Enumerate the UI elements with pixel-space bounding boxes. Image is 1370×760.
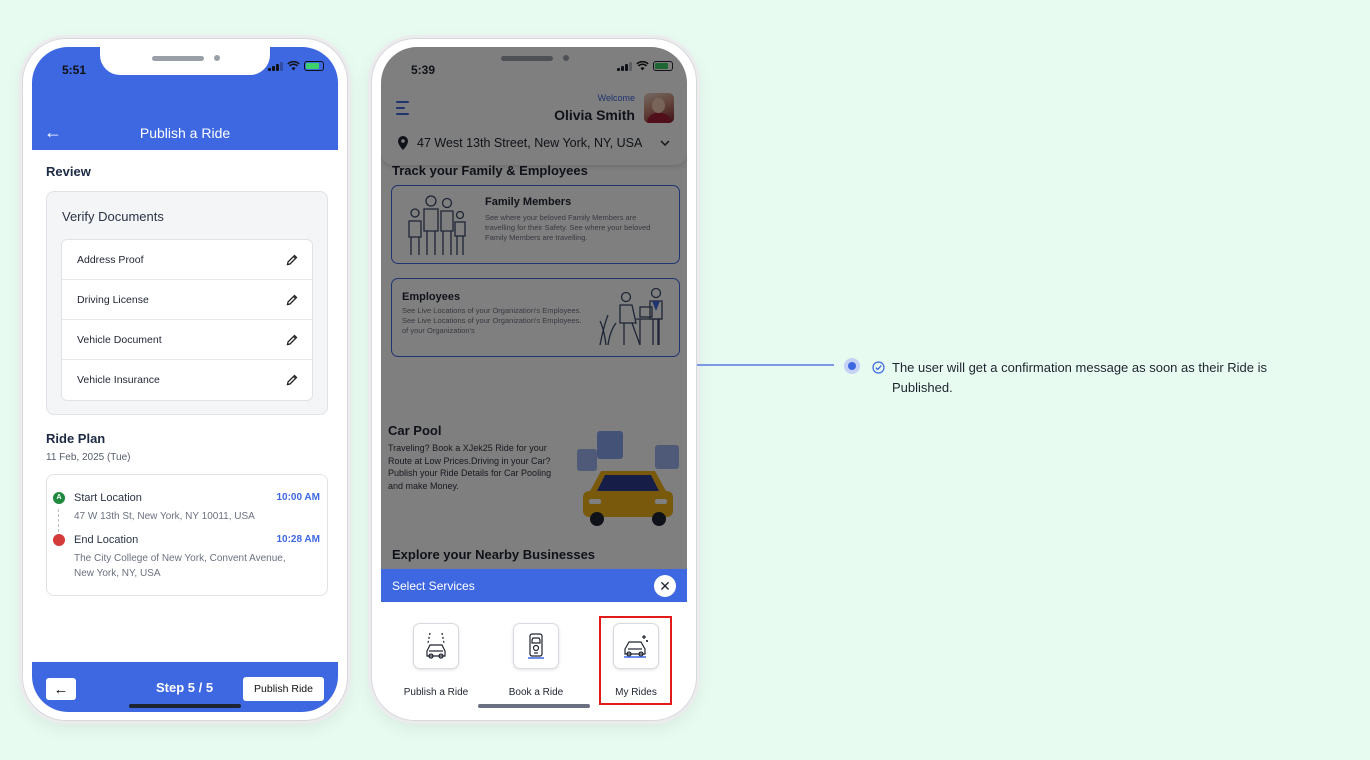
sheet-header: Select Services ✕: [381, 569, 687, 602]
close-icon: ✕: [659, 577, 671, 594]
document-label: Vehicle Document: [77, 333, 162, 346]
document-item-address-proof[interactable]: Address Proof: [62, 240, 312, 280]
publish-ride-icon: [413, 623, 459, 669]
status-time: 5:51: [62, 63, 87, 77]
footer-back-button[interactable]: ←: [46, 678, 76, 700]
review-heading: Review: [46, 164, 91, 179]
ride-plan-heading: Ride Plan: [46, 431, 106, 446]
verify-documents-title: Verify Documents: [62, 209, 164, 224]
close-button[interactable]: ✕: [654, 575, 676, 597]
edit-pencil-icon[interactable]: [286, 254, 298, 266]
start-location-label: Start Location: [74, 492, 142, 504]
my-rides-highlight: [599, 616, 672, 705]
service-label: Book a Ride: [508, 687, 564, 698]
my-rides-icon: [613, 623, 659, 669]
sheet-title: Select Services: [392, 579, 475, 593]
ride-locations-card: A Start Location 10:00 AM 47 W 13th St, …: [46, 474, 328, 596]
screen-publish-review: 5:51 ← Publish a Ride Review Verify Docu…: [32, 47, 338, 712]
annotation-bullet: [844, 358, 860, 374]
end-address: The City College of New York, Convent Av…: [74, 553, 286, 579]
select-services-sheet: Select Services ✕ Publish a Ride Book a …: [381, 569, 687, 712]
battery-icon: [304, 61, 324, 71]
phone-publish-review: 5:51 ← Publish a Ride Review Verify Docu…: [22, 38, 348, 721]
screen-home-services: 5:39 Welcome Olivia Smith 47 West 13th S…: [381, 47, 687, 712]
home-indicator: [478, 704, 590, 708]
app-header: 5:51 ← Publish a Ride: [32, 47, 338, 150]
book-ride-icon: [513, 623, 559, 669]
modal-backdrop[interactable]: [381, 47, 687, 569]
check-circle-icon: [872, 361, 885, 374]
phone-home-services: 5:39 Welcome Olivia Smith 47 West 13th S…: [371, 38, 697, 721]
document-label: Address Proof: [77, 253, 144, 266]
annotation-text: The user will get a confirmation message…: [892, 360, 1268, 395]
service-book-ride[interactable]: Book a Ride: [497, 623, 575, 698]
service-publish-ride[interactable]: Publish a Ride: [397, 623, 475, 698]
start-address: 47 W 13th St, New York, NY 10011, USA: [74, 511, 255, 522]
signal-icon: [268, 61, 283, 71]
documents-list: Address Proof Driving License Vehicle Do…: [61, 239, 313, 401]
document-item-vehicle-insurance[interactable]: Vehicle Insurance: [62, 360, 312, 400]
notch: [100, 47, 270, 75]
edit-pencil-icon[interactable]: [286, 374, 298, 386]
service-my-rides[interactable]: My Rides: [597, 623, 675, 698]
end-marker-icon: [53, 534, 65, 546]
ride-date: 11 Feb, 2025 (Tue): [46, 452, 131, 463]
stepper-footer: ← Step 5 / 5 Publish Ride: [32, 662, 338, 712]
back-arrow-icon[interactable]: ←: [44, 122, 62, 142]
end-location-label: End Location: [74, 534, 139, 546]
service-label: Publish a Ride: [403, 687, 469, 698]
edit-pencil-icon[interactable]: [286, 294, 298, 306]
back-arrow-icon: ←: [53, 680, 69, 698]
edit-pencil-icon[interactable]: [286, 334, 298, 346]
service-label: My Rides: [615, 687, 657, 698]
step-indicator: Step 5 / 5: [156, 680, 214, 695]
wifi-icon: [287, 61, 300, 71]
start-time: 10:00 AM: [276, 492, 320, 503]
document-label: Vehicle Insurance: [77, 374, 160, 386]
document-item-vehicle-document[interactable]: Vehicle Document: [62, 320, 312, 360]
page-title: Publish a Ride: [139, 125, 231, 141]
document-item-driving-license[interactable]: Driving License: [62, 280, 312, 320]
document-label: Driving License: [77, 293, 149, 306]
route-dashed-line: [58, 509, 59, 537]
end-time: 10:28 AM: [276, 534, 320, 545]
annotation-connector-line: [697, 364, 834, 366]
start-marker-icon: A: [53, 492, 65, 504]
home-indicator: [129, 704, 241, 708]
verify-documents-card: Verify Documents Address Proof Driving L…: [46, 191, 328, 415]
status-icons: [268, 61, 324, 71]
publish-ride-button[interactable]: Publish Ride: [243, 677, 324, 701]
